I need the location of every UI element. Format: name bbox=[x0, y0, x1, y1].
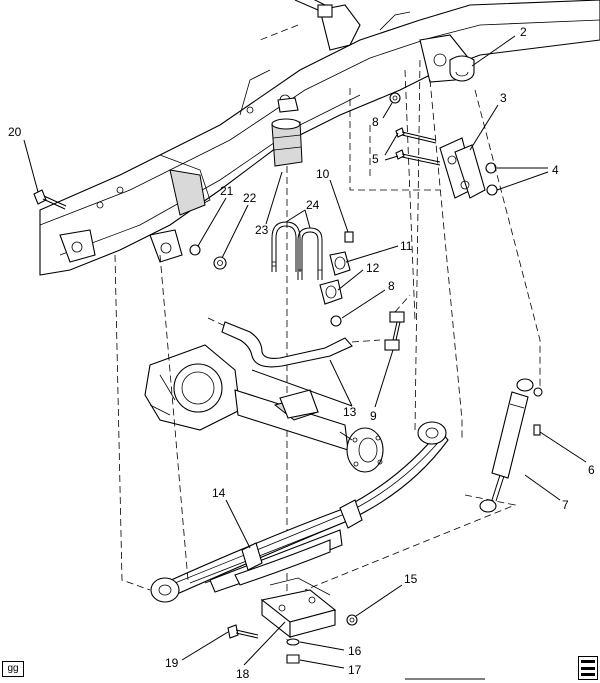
callout-22: 22 bbox=[243, 191, 257, 205]
figure-code-tag: gg bbox=[2, 661, 24, 677]
part-9-link bbox=[384, 294, 411, 351]
callout-5: 5 bbox=[372, 152, 379, 166]
part-15-nut bbox=[346, 614, 358, 626]
leader-lines bbox=[23, 0, 587, 669]
service-manual-icon bbox=[578, 656, 598, 680]
callout-2: 2 bbox=[520, 25, 527, 39]
callout-23: 23 bbox=[255, 223, 269, 237]
callout-20: 20 bbox=[8, 125, 22, 139]
part-22-nut bbox=[213, 256, 227, 270]
part-21-nut bbox=[189, 244, 201, 256]
callout-10: 10 bbox=[316, 167, 330, 181]
callout-labels: 2 3 4 5 8 20 21 22 23 24 10 11 12 8 9 13… bbox=[8, 25, 595, 681]
callout-14: 14 bbox=[212, 486, 226, 500]
part-11-bushing bbox=[329, 251, 351, 276]
callout-4: 4 bbox=[552, 163, 559, 177]
part-20-bolt bbox=[33, 189, 67, 210]
part-7-shock-absorber bbox=[479, 378, 543, 513]
callout-3: 3 bbox=[500, 91, 507, 105]
callout-12: 12 bbox=[366, 261, 380, 275]
part-8-nut-upper bbox=[389, 92, 401, 104]
part-13-stabilizer-bar bbox=[207, 317, 381, 368]
part-12-clamp bbox=[319, 279, 343, 305]
part-8-nut-lower bbox=[330, 315, 342, 327]
callout-24: 24 bbox=[306, 198, 320, 212]
callout-17: 17 bbox=[348, 663, 362, 677]
callout-11: 11 bbox=[400, 239, 413, 253]
callout-6: 6 bbox=[588, 463, 595, 477]
callout-15: 15 bbox=[404, 572, 418, 586]
part-16-washer bbox=[286, 638, 300, 646]
part-10-bolt bbox=[344, 231, 354, 243]
part-1-fastener bbox=[313, 0, 333, 18]
part-6-bolt bbox=[533, 424, 541, 436]
rear-axle bbox=[144, 344, 384, 473]
part-3-shackle bbox=[439, 137, 486, 199]
callout-8-upper: 8 bbox=[372, 115, 379, 129]
part-5-bolts bbox=[395, 127, 441, 166]
part-17-nut bbox=[286, 654, 300, 664]
callout-19: 19 bbox=[165, 656, 179, 670]
part-2-bushing bbox=[449, 55, 475, 82]
part-18-spring-plate bbox=[260, 577, 337, 639]
part-14-leaf-spring bbox=[150, 421, 449, 603]
callout-18: 18 bbox=[236, 667, 250, 681]
callout-7: 7 bbox=[562, 498, 569, 512]
part-19-bolt bbox=[227, 624, 259, 639]
callout-21: 21 bbox=[220, 184, 234, 198]
callout-9: 9 bbox=[370, 409, 377, 423]
callout-13: 13 bbox=[343, 405, 357, 419]
frame-rail bbox=[39, 0, 600, 276]
callout-16: 16 bbox=[348, 644, 362, 658]
callout-8-lower: 8 bbox=[388, 279, 395, 293]
part-24-u-bolts bbox=[271, 221, 323, 280]
